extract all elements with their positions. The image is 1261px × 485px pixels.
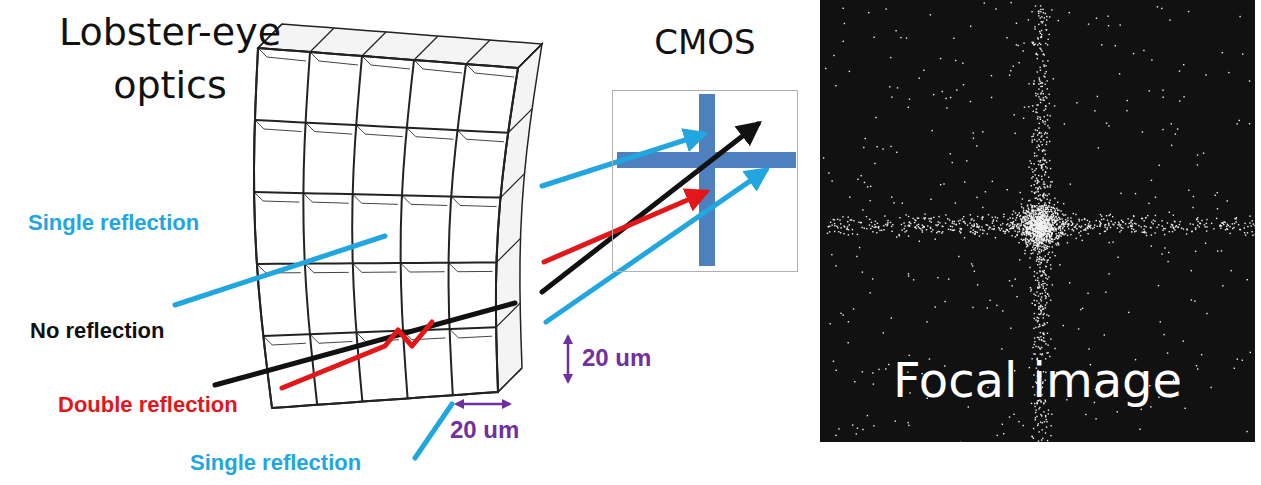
detector-box: CMOS — [612, 22, 798, 272]
ray-label: Single reflection — [190, 450, 361, 476]
ray-label: No reflection — [30, 318, 164, 344]
detector-outline — [612, 90, 798, 272]
dimension-label: 20 um — [450, 416, 519, 445]
node-label: Focal image — [820, 352, 1255, 408]
ray-label: Double reflection — [58, 392, 238, 418]
detector-cross — [617, 94, 796, 266]
x-ray-paths — [175, 124, 766, 458]
optics-title: Lobster-eye optics — [20, 6, 320, 112]
lobster-eye-grid — [254, 24, 542, 408]
dimension-label: 20 um — [582, 344, 651, 373]
focal-image-panel: Focal image — [820, 0, 1255, 442]
node-label: CMOS — [612, 22, 798, 62]
dimension-arrows — [456, 336, 568, 404]
ray-label: Single reflection — [28, 210, 199, 236]
